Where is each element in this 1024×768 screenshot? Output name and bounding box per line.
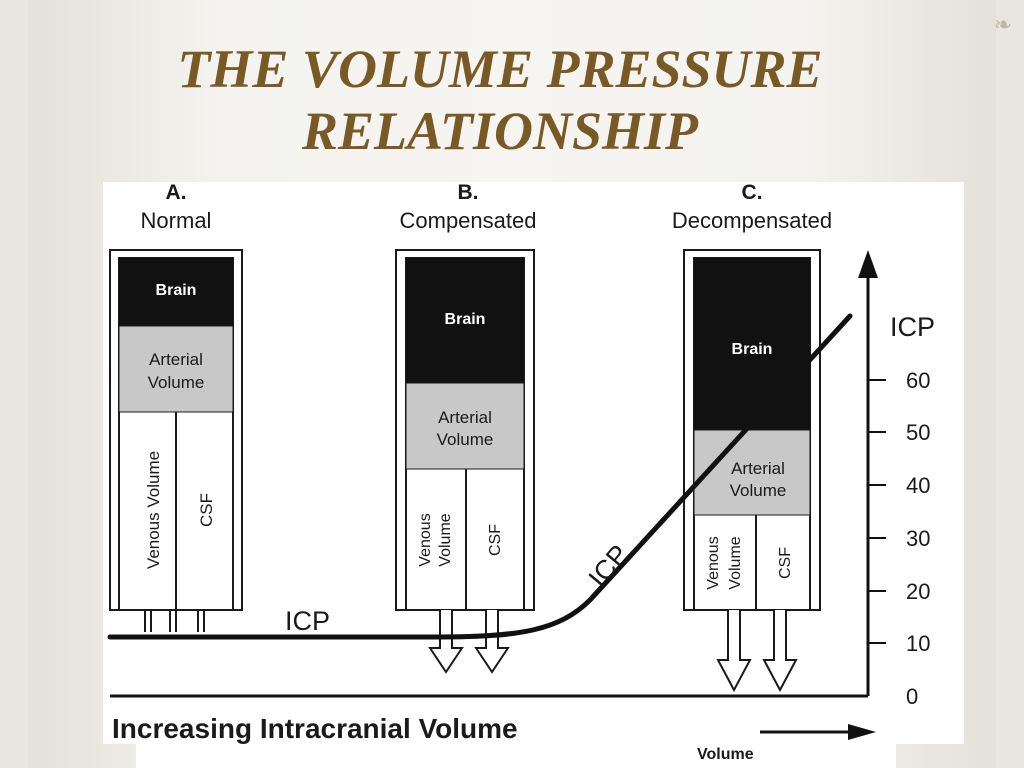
arterial-label-c-2: Volume xyxy=(730,481,787,500)
brain-compartment-a xyxy=(119,258,233,326)
y-tick-label: 40 xyxy=(906,473,930,498)
x-axis-caption: Volume xyxy=(697,746,754,763)
brain-label-a: Brain xyxy=(156,282,197,299)
y-axis-ticks xyxy=(868,379,886,644)
y-axis-title: ICP xyxy=(890,312,935,342)
panel-c-letter: C. xyxy=(742,181,763,204)
icp-curve-label-flat: ICP xyxy=(285,606,330,636)
arterial-label-b-2: Volume xyxy=(437,430,494,449)
csf-label-b: CSF xyxy=(487,524,504,556)
csf-label-a: CSF xyxy=(197,493,216,527)
icp-curve-label-rising: ICP xyxy=(583,539,635,593)
outflow-stubs-a xyxy=(144,610,205,632)
venous-label-c-1: Venous xyxy=(705,536,722,589)
panel-b-state: Compensated xyxy=(400,208,537,233)
venous-label-c-2: Volume xyxy=(727,536,744,589)
panel-c-state: Decompensated xyxy=(672,208,832,233)
panel-b-letter: B. xyxy=(458,181,479,204)
panel-a-state: Normal xyxy=(141,208,212,233)
brain-compartment-b xyxy=(406,258,524,383)
venous-label-b-1: Venous xyxy=(417,513,434,566)
y-tick-label: 20 xyxy=(906,579,930,604)
arterial-compartment-a xyxy=(118,325,234,413)
brain-compartment-c xyxy=(694,258,810,430)
y-tick-label: 50 xyxy=(906,420,930,445)
arterial-label-c-1: Arterial xyxy=(731,459,785,478)
panel-b: B. Compensated Brain Arterial Volume Ven… xyxy=(395,181,537,674)
arterial-label-a-1: Arterial xyxy=(149,350,203,369)
title-line-1: THE VOLUME PRESSURE xyxy=(177,39,823,99)
arterial-compartment-c xyxy=(693,429,811,516)
outflow-arrows-c xyxy=(716,610,798,693)
icp-curve xyxy=(107,313,853,640)
y-tick-label: 0 xyxy=(906,684,918,709)
caption-strip xyxy=(136,744,896,768)
panel-a-letter: A. xyxy=(166,181,187,204)
venous-label-b-2: Volume xyxy=(437,513,454,566)
panel-a: A. Normal Brain Arterial Volume Venous V… xyxy=(109,181,243,632)
y-axis-arrowhead xyxy=(858,250,878,278)
brain-label-c: Brain xyxy=(732,341,773,358)
venous-label-a: Venous Volume xyxy=(144,451,163,569)
outflow-arrows-b xyxy=(428,610,510,674)
y-tick-label: 30 xyxy=(906,526,930,551)
slide-title: THE VOLUME PRESSURE RELATIONSHIP xyxy=(60,38,940,162)
y-tick-label: 10 xyxy=(906,631,930,656)
arterial-label-a-2: Volume xyxy=(148,373,205,392)
panel-c: C. Decompensated Brain Arterial Volume V… xyxy=(672,181,832,693)
x-axis-title: Increasing Intracranial Volume xyxy=(112,713,518,744)
csf-label-c: CSF xyxy=(777,547,794,579)
brain-label-b: Brain xyxy=(445,311,486,328)
arterial-compartment-b xyxy=(405,382,525,470)
x-axis-arrowhead xyxy=(848,724,876,740)
arterial-label-b-1: Arterial xyxy=(438,408,492,427)
fleuron-icon: ❧ xyxy=(993,12,1012,37)
title-line-2: RELATIONSHIP xyxy=(301,101,699,161)
y-tick-label: 60 xyxy=(906,368,930,393)
